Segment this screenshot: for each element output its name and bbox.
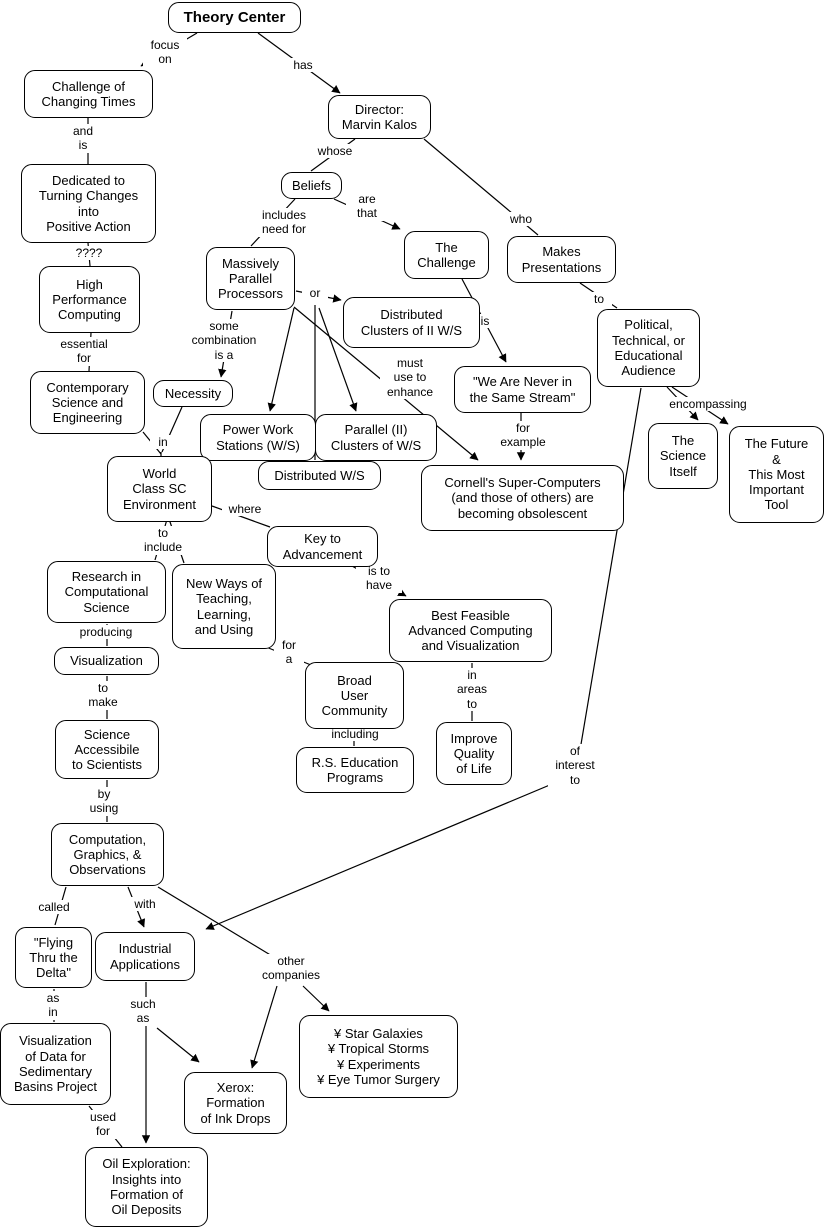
edge-label-for-a: for a — [274, 638, 304, 667]
edge-label-used-for: used for — [80, 1110, 126, 1139]
node-flying-thru-the-delta: "Flying Thru the Delta" — [15, 927, 92, 988]
edge-label-by-using: by using — [82, 787, 126, 816]
node-company-examples-list: ¥ Star Galaxies ¥ Tropical Storms ¥ Expe… — [299, 1015, 458, 1098]
edge-label-some-combination: some combination is a — [182, 319, 266, 363]
node-research-computational-science: Research in Computational Science — [47, 561, 166, 623]
edge-label-is-to-have: is to have — [356, 564, 402, 593]
node-oil-exploration: Oil Exploration: Insights into Formation… — [85, 1147, 208, 1227]
node-massively-parallel-processors: Massively Parallel Processors — [206, 247, 295, 310]
edge-label-has: has — [288, 58, 318, 73]
edge-label-in-areas-to: in areas to — [452, 668, 492, 712]
edge-label-to: to — [586, 292, 612, 307]
node-the-science-itself: The Science Itself — [648, 423, 718, 489]
node-future-important-tool: The Future & This Most Important Tool — [729, 426, 824, 523]
node-director-marvin-kalos: Director: Marvin Kalos — [328, 95, 431, 139]
edge-label-in: in — [150, 435, 176, 450]
edge-label-whose: whose — [312, 144, 358, 159]
edge-label-where: where — [222, 502, 268, 517]
edge-label-encompassing: encompassing — [662, 397, 754, 412]
node-high-performance-computing: High Performance Computing — [39, 266, 140, 333]
node-key-to-advancement: Key to Advancement — [267, 526, 378, 567]
edge-label-including: including — [324, 727, 386, 742]
node-distributed-ws: Distributed W/S — [258, 461, 381, 490]
edge-label-of-interest-to: of interest to — [548, 744, 602, 788]
edge-label-other-companies: other companies — [254, 954, 328, 983]
node-contemporary-science: Contemporary Science and Engineering — [30, 371, 145, 434]
edge-label-must-use: must use to enhance — [380, 356, 440, 400]
edge-label-and-is: and is — [64, 124, 102, 153]
node-rs-education-programs: R.S. Education Programs — [296, 747, 414, 793]
node-distributed-clusters: Distributed Clusters of II W/S — [343, 297, 480, 348]
node-necessity: Necessity — [153, 380, 233, 407]
node-visualization-sedimentary-basins: Visualization of Data for Sedimentary Ba… — [0, 1023, 111, 1105]
node-cornells-supercomputers: Cornell's Super-Computers (and those of … — [421, 465, 624, 531]
node-broad-user-community: Broad User Community — [305, 662, 404, 729]
edge-label-question-marks: ???? — [66, 246, 112, 261]
edge-label-who: who — [502, 212, 540, 227]
node-challenge-of-changing-times: Challenge of Changing Times — [24, 70, 153, 118]
node-visualization: Visualization — [54, 647, 159, 675]
node-improve-quality-of-life: Improve Quality of Life — [436, 722, 512, 785]
node-the-challenge: The Challenge — [404, 231, 489, 279]
edge-label-essential-for: essential for — [56, 337, 112, 366]
node-dedicated-positive-action: Dedicated to Turning Changes into Positi… — [21, 164, 156, 243]
edge-label-or: or — [302, 286, 328, 301]
node-best-feasible-computing: Best Feasible Advanced Computing and Vis… — [389, 599, 552, 662]
edge-label-for-example: for example — [494, 421, 552, 450]
edge-label-such-as: such as — [122, 997, 164, 1026]
node-computation-graphics-observations: Computation, Graphics, & Observations — [51, 823, 164, 886]
edge-label-producing: producing — [74, 625, 138, 640]
edge-label-with: with — [126, 897, 164, 912]
edge-label-focus-on: focus on — [143, 38, 187, 67]
node-parallel-clusters: Parallel (II) Clusters of W/S — [315, 414, 437, 461]
edge-label-as-in: as in — [38, 991, 68, 1020]
node-makes-presentations: Makes Presentations — [507, 236, 616, 283]
node-power-work-stations: Power Work Stations (W/S) — [200, 414, 316, 461]
node-science-accessible: Science Accessibile to Scientists — [55, 720, 159, 779]
node-industrial-applications: Industrial Applications — [95, 932, 195, 981]
node-political-audience: Political, Technical, or Educational Aud… — [597, 309, 700, 387]
node-theory-center: Theory Center — [168, 2, 301, 33]
node-never-same-stream: "We Are Never in the Same Stream" — [454, 366, 591, 413]
edge-label-called: called — [32, 900, 76, 915]
node-xerox-ink-drops: Xerox: Formation of Ink Drops — [184, 1072, 287, 1134]
node-beliefs: Beliefs — [281, 172, 342, 199]
node-world-class-sc-environment: World Class SC Environment — [107, 456, 212, 522]
node-new-ways-teaching: New Ways of Teaching, Learning, and Usin… — [172, 564, 276, 649]
edge-label-to-make: to make — [80, 681, 126, 710]
edge-label-includes-need-for: includes need for — [254, 208, 314, 237]
edge-label-are-that: are that — [346, 192, 388, 221]
edge-label-to-include: to include — [136, 526, 190, 555]
